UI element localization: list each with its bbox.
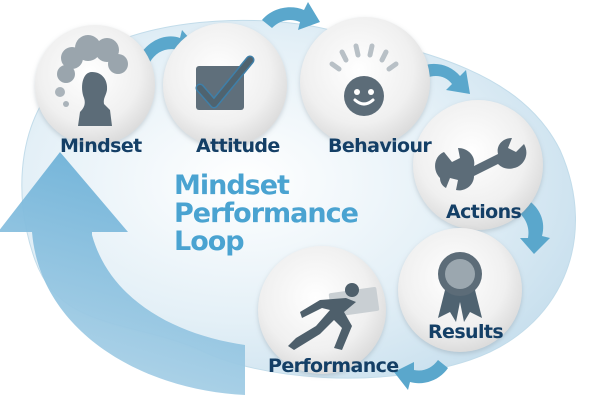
title-line-3: Loop bbox=[174, 226, 244, 257]
title-line-2: Performance bbox=[174, 198, 358, 229]
circle-performance bbox=[258, 246, 386, 374]
arrow-behaviour-to-actions bbox=[418, 63, 470, 94]
node-labels: Mindset Attitude Behaviour Actions Resul… bbox=[60, 135, 522, 377]
sprinter-icon bbox=[288, 283, 380, 350]
label-performance: Performance bbox=[268, 355, 399, 377]
arrow-attitude-to-behaviour bbox=[262, 2, 320, 30]
smiley-gauge-icon bbox=[329, 43, 399, 116]
arrow-results-to-performance bbox=[394, 360, 448, 390]
title-line-1: Mindset bbox=[174, 170, 290, 201]
wrench-icon bbox=[435, 138, 527, 191]
label-behaviour: Behaviour bbox=[328, 135, 432, 157]
award-rosette-icon bbox=[438, 252, 482, 322]
label-mindset: Mindset bbox=[60, 135, 142, 157]
return-loop-arrow bbox=[0, 152, 245, 395]
label-actions: Actions bbox=[446, 201, 522, 223]
label-attitude: Attitude bbox=[196, 135, 280, 157]
diagram-title: Mindset Performance Loop bbox=[174, 170, 359, 257]
label-results: Results bbox=[428, 321, 503, 343]
arrow-actions-to-results bbox=[518, 200, 550, 254]
checkmark-icon bbox=[195, 55, 255, 110]
thinking-head-icon bbox=[55, 35, 128, 126]
